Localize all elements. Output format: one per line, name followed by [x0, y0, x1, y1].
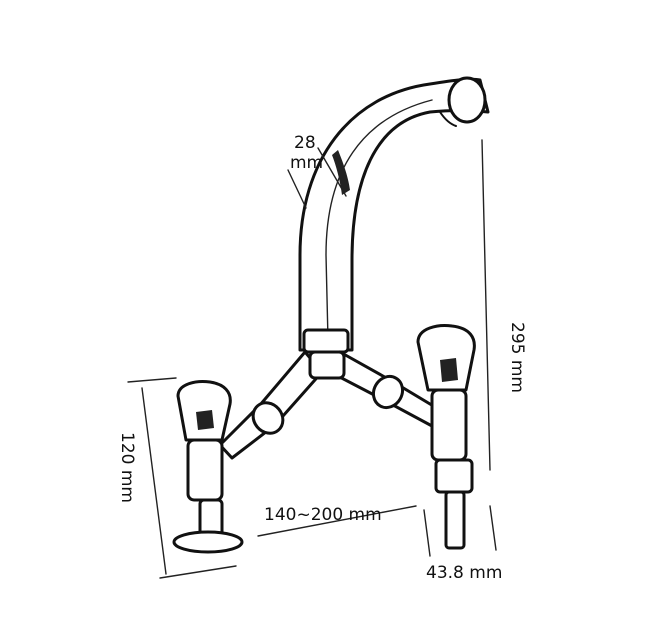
base-diameter-label: 43.8 mm — [426, 563, 502, 583]
spacing-label: 140~200 mm — [264, 505, 382, 525]
pipe-diameter-unit-label: mm — [290, 153, 323, 173]
dimension-lines — [127, 139, 497, 579]
faucet-spout — [298, 76, 490, 354]
pipe-diameter-label: 28 — [294, 133, 316, 153]
height-label: 295 mm — [507, 322, 527, 393]
handle-height-label: 120 mm — [117, 432, 137, 503]
bridge-pipe — [218, 350, 442, 460]
right-valve — [416, 324, 476, 550]
left-valve — [172, 380, 244, 554]
